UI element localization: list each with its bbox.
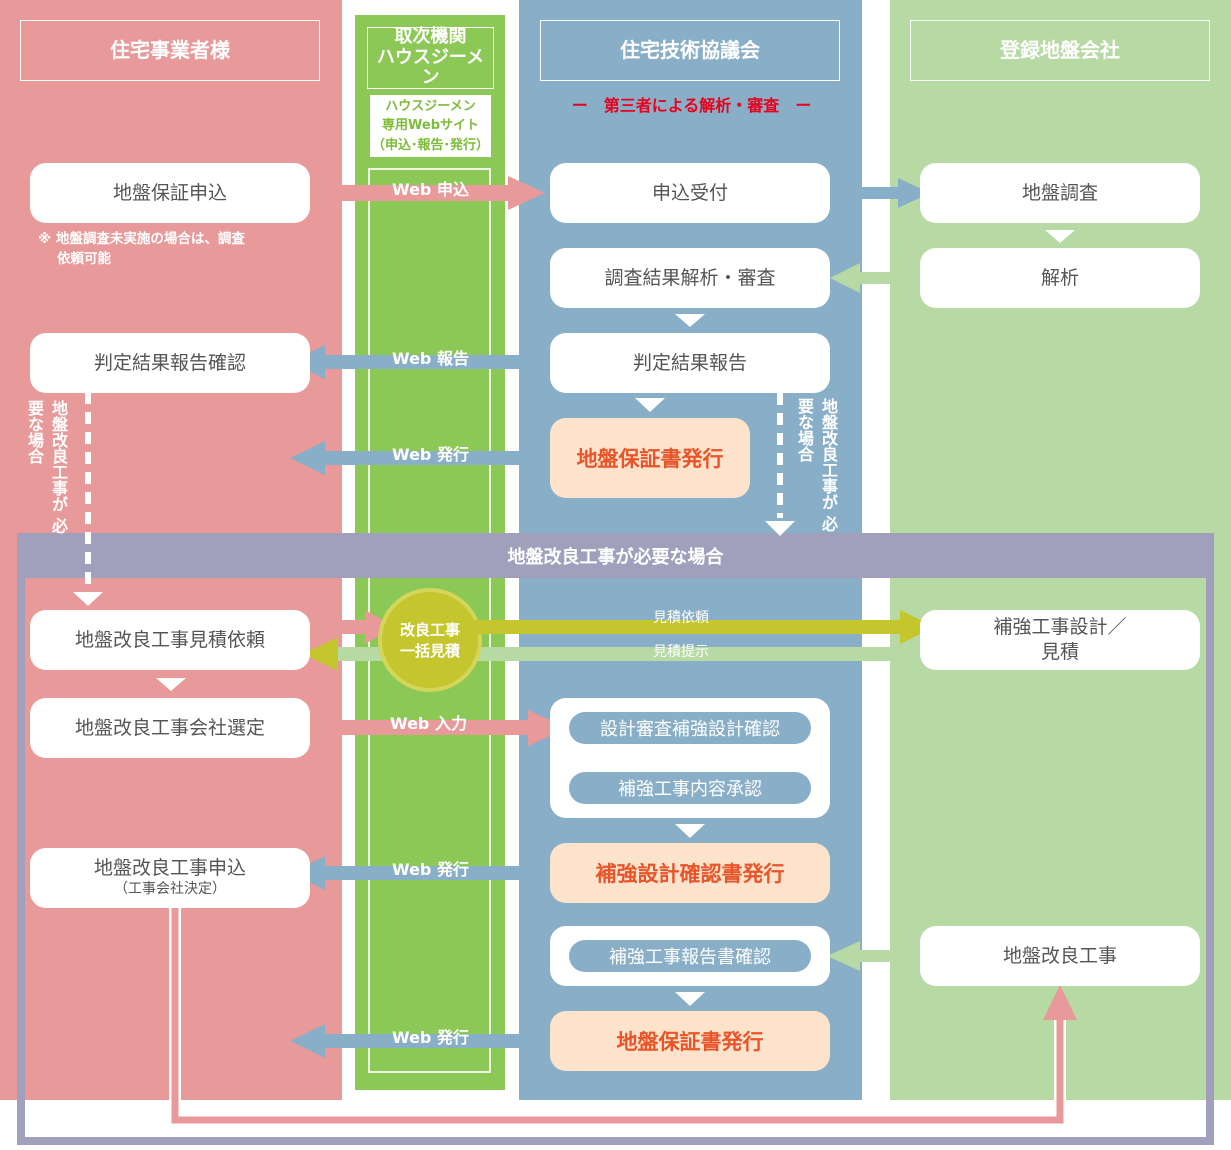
arrow-web-input [310, 720, 532, 735]
agency-site-label: ハウスジーメン 専用Webサイト （申込･報告･発行） [370, 95, 491, 157]
agency-site-line1: ハウスジーメン [385, 98, 476, 114]
arrow-construction-path-head [1043, 985, 1077, 1020]
arrow-estimate-request-head [900, 610, 935, 644]
design-estimate-line2: 見積 [1040, 641, 1079, 663]
arrow-estimate-request [470, 620, 905, 634]
arrow-web-application-head [508, 176, 545, 210]
arrow-analysis-return [855, 272, 920, 284]
vertical-note-right: 地盤改良工事が 必要な場合 [792, 398, 840, 533]
down-arrow-survey [1045, 230, 1075, 243]
vertical-note-left-line1: 地盤改良工事が [49, 400, 68, 512]
arrow-analysis-return-head [830, 263, 860, 293]
council-header: 住宅技術協議会 [540, 20, 840, 81]
arrow-work-report-head [827, 941, 860, 971]
design-estimate-line1: 補強工事設計／ [993, 616, 1127, 639]
arrow-web-input-head [528, 710, 567, 746]
dashed-left-head [73, 592, 103, 606]
builder-header: 住宅事業者様 [20, 20, 320, 81]
label-estimate-present: 見積提示 [653, 644, 709, 660]
arrow-to-survey-head [898, 178, 930, 208]
bulk-estimate-label: 改良工事 一括見積 [385, 620, 475, 662]
improvement-application-box: 地盤改良工事申込 （工事会社決定） [30, 848, 310, 908]
arrow-web-report [320, 355, 552, 369]
ground-company-header: 登録地盤会社 [910, 20, 1210, 81]
arrow-construction-path-inner [171, 908, 1064, 1124]
bulk-estimate-line2: 一括見積 [399, 642, 460, 660]
reception-box: 申込受付 [550, 163, 830, 223]
survey-note: ※ 地盤調査未実施の場合は、調査 依頼可能 [38, 229, 328, 270]
guarantee-application-box: 地盤保証申込 [30, 163, 310, 223]
vertical-note-right-line1: 地盤改良工事が [819, 398, 838, 510]
third-party-label: ー 第三者による解析・審査 ー [571, 96, 812, 115]
label-web-application: Web 申込 [392, 180, 469, 199]
arrow-web-issue-2 [320, 866, 552, 880]
improvement-band-header: 地盤改良工事が必要な場合 [17, 533, 1214, 578]
bulk-estimate-line1: 改良工事 [399, 621, 460, 639]
improvement-work-box: 地盤改良工事 [920, 926, 1200, 986]
improvement-application-label: 地盤改良工事申込 [93, 857, 246, 880]
design-estimate-box: 補強工事設計／ 見積 [920, 610, 1200, 670]
arrow-estimate-request-pink [310, 620, 370, 634]
arrow-web-issue-3-head [290, 1024, 325, 1058]
vertical-note-left: 地盤改良工事が 必要な場合 [22, 400, 70, 535]
down-arrow-analysis-review [675, 314, 705, 327]
improvement-estimate-request-box: 地盤改良工事見積依頼 [30, 610, 310, 670]
agency-header-line1: 取次機関 [394, 25, 467, 47]
survey-note-line2: 依頼可能 [57, 251, 111, 268]
label-web-issue-1: Web 発行 [392, 445, 469, 464]
arrow-work-report [855, 950, 920, 962]
label-web-input: Web 入力 [390, 714, 467, 733]
guarantee-issue-final-box: 地盤保証書発行 [550, 1011, 830, 1071]
label-web-issue-2: Web 発行 [392, 860, 469, 879]
company-selection-box: 地盤改良工事会社選定 [30, 698, 310, 758]
label-web-issue-3: Web 発行 [392, 1028, 469, 1047]
dashed-right-head [765, 521, 795, 536]
result-report-box: 判定結果報告 [550, 333, 830, 393]
arrow-web-issue-1 [320, 451, 552, 465]
down-arrow-content-approval [675, 824, 705, 838]
vertical-note-left-line2: 必要な場合 [25, 400, 68, 534]
design-review-pill: 設計審査補強設計確認 [569, 712, 811, 744]
improvement-band-title: 地盤改良工事が必要な場合 [507, 546, 724, 568]
agency-header: 取次機関 ハウスジーメン [367, 25, 494, 89]
content-approval-pill: 補強工事内容承認 [569, 772, 811, 804]
down-arrow-result-report [635, 398, 665, 412]
analysis-review-box: 調査結果解析・審査 [550, 248, 830, 308]
arrow-web-issue-3 [320, 1034, 552, 1048]
guarantee-issue-box: 地盤保証書発行 [550, 418, 750, 498]
confirmation-issue-box: 補強設計確認書発行 [550, 843, 830, 903]
agency-site-line2: 専用Webサイト [382, 118, 479, 134]
agency-site-line3: （申込･報告･発行） [371, 137, 489, 153]
label-estimate-request: 見積依頼 [653, 610, 709, 626]
arrow-to-survey [830, 187, 905, 199]
down-arrow-report-check [675, 992, 705, 1006]
survey-note-line1: ※ 地盤調査未実施の場合は、調査 [38, 231, 245, 247]
arrow-web-application [310, 185, 520, 201]
bulk-estimate-circle [378, 588, 482, 692]
arrow-estimate-present-head [303, 637, 338, 671]
vertical-note-right-line2: 必要な場合 [795, 398, 838, 532]
report-check-pill: 補強工事報告書確認 [569, 940, 811, 972]
improvement-application-sub: （工事会社決定） [114, 881, 226, 898]
analysis-box: 解析 [920, 248, 1200, 308]
down-arrow-estimate [156, 678, 186, 691]
label-web-report: Web 報告 [392, 349, 469, 368]
survey-box: 地盤調査 [920, 163, 1200, 223]
result-check-box: 判定結果報告確認 [30, 333, 310, 393]
arrow-web-issue-1-head [290, 441, 325, 475]
agency-header-line2: ハウスジーメン [376, 46, 485, 89]
